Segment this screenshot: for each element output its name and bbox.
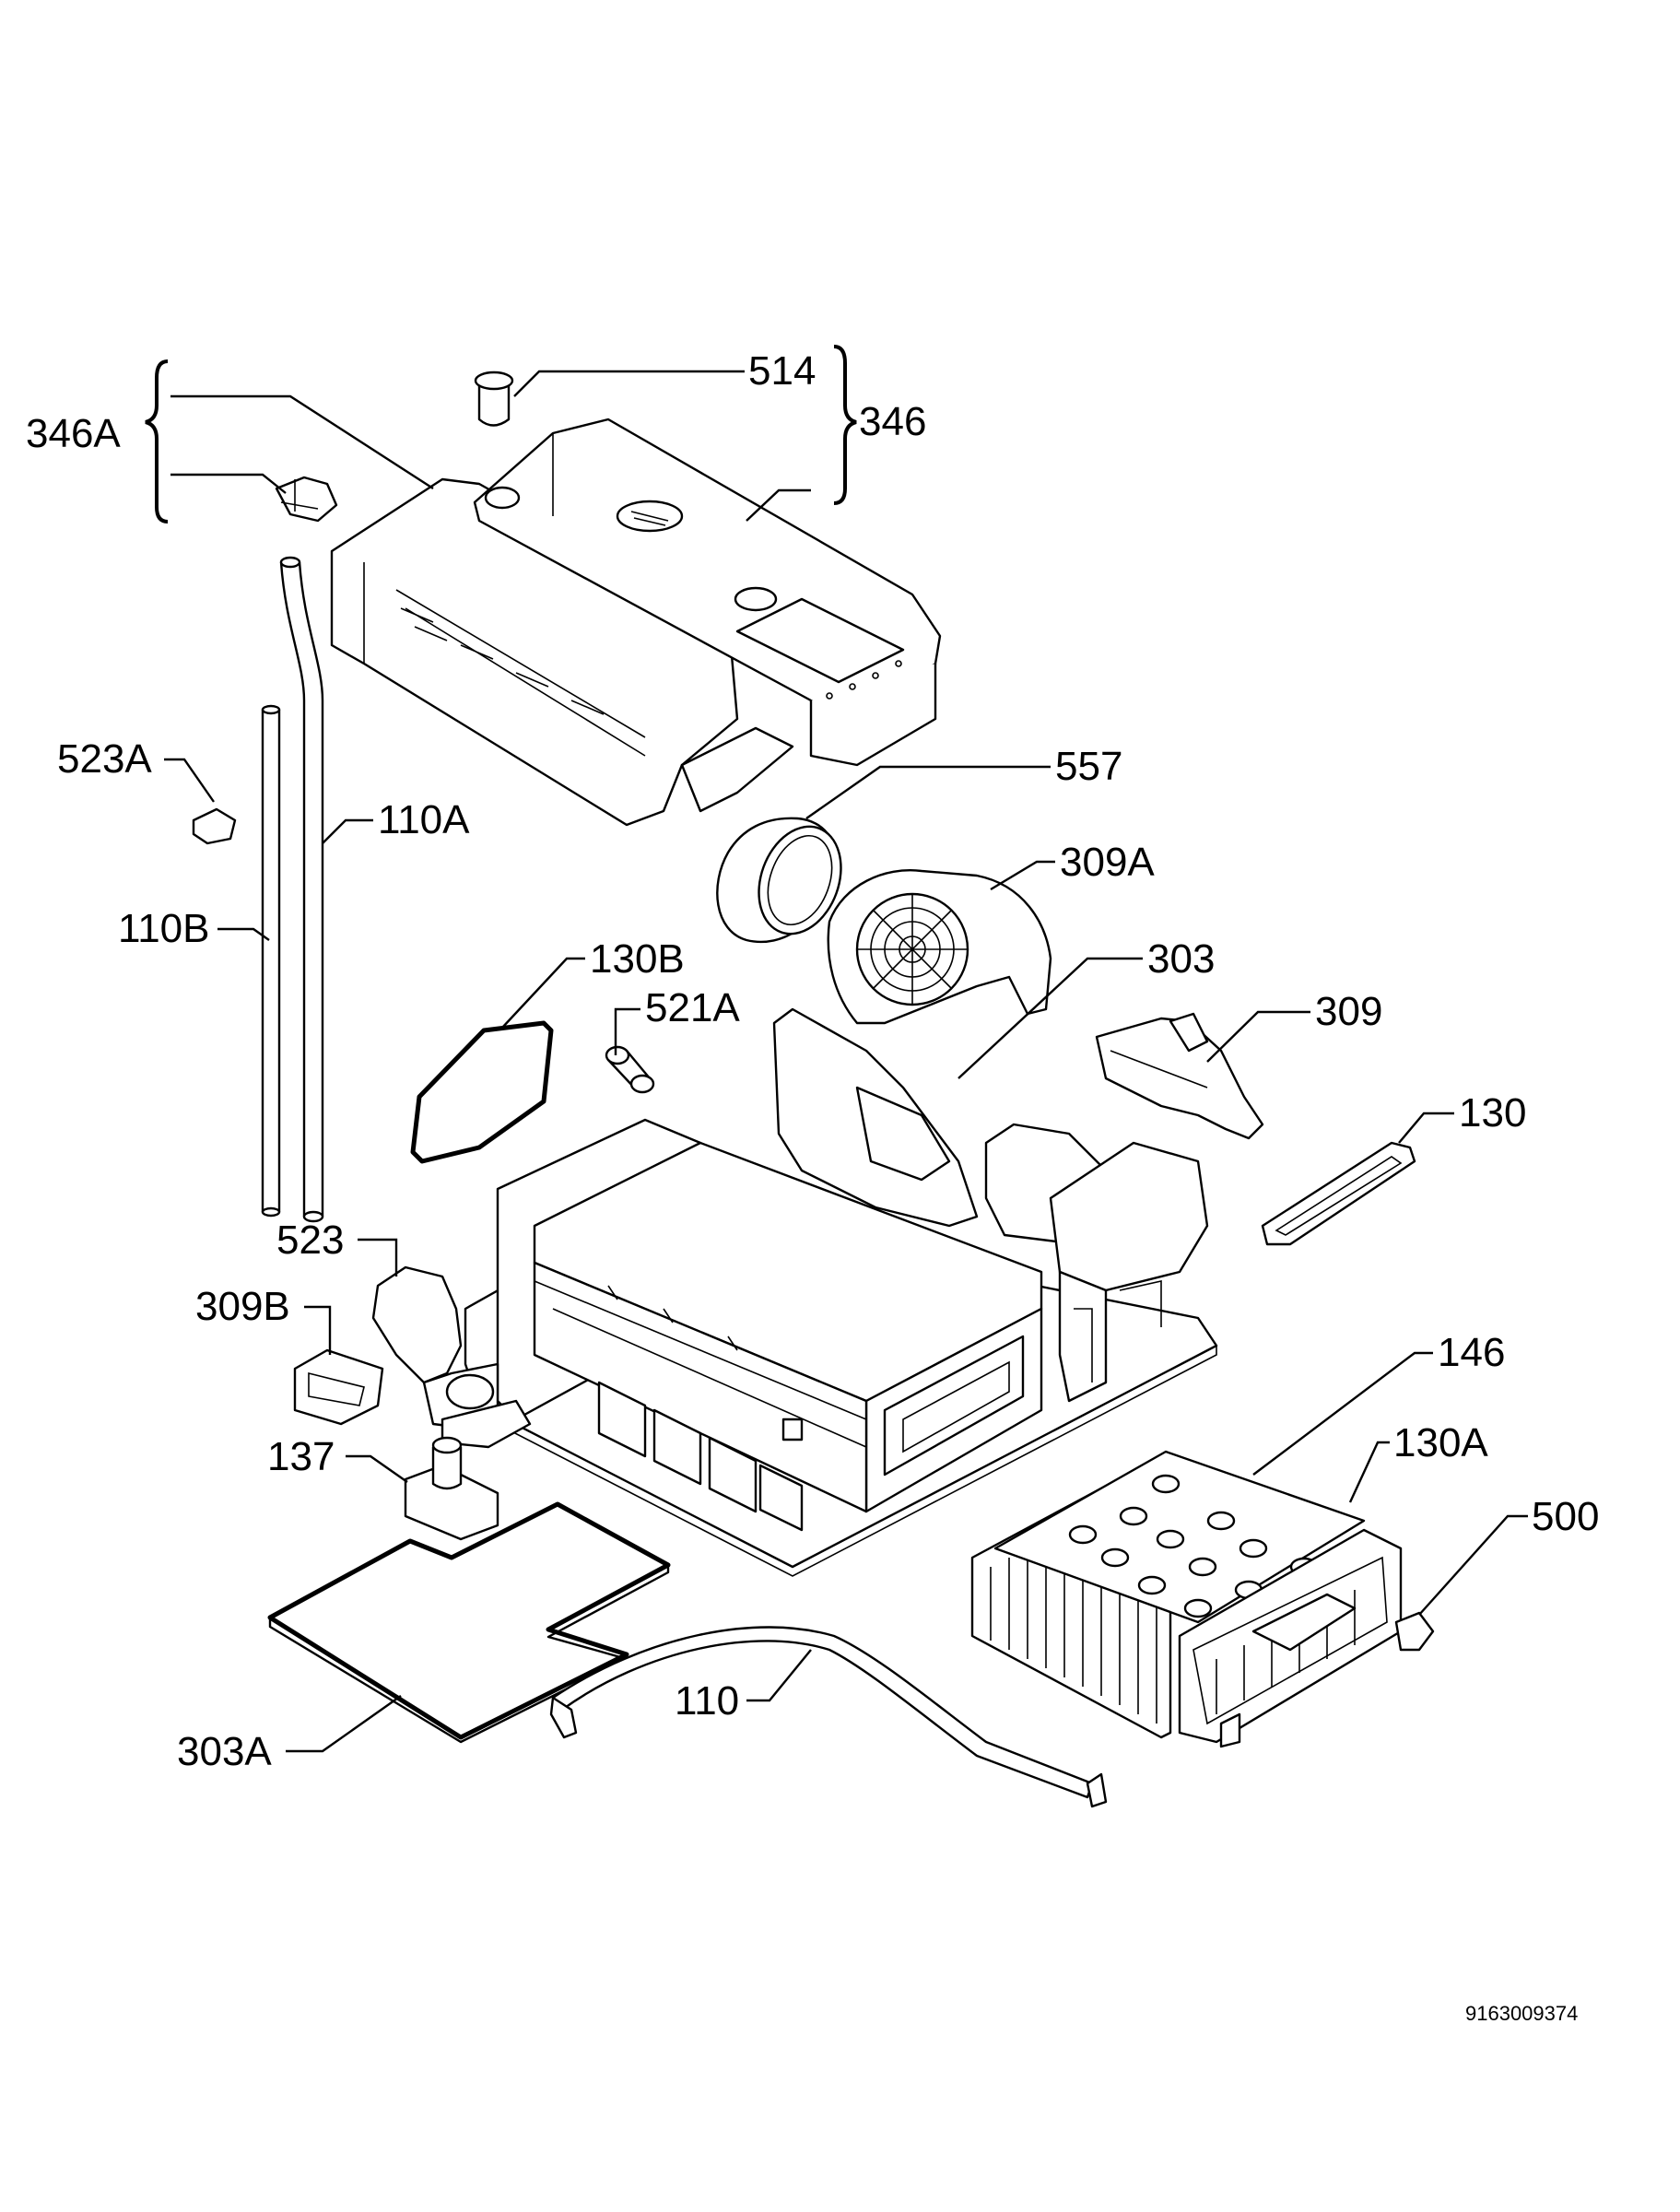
hose-110A (279, 556, 324, 1223)
housing-309B (293, 1348, 384, 1426)
label-110B: 110B (118, 906, 210, 951)
valve-523 (371, 1265, 532, 1449)
label-110: 110 (675, 1678, 739, 1724)
cap-514 (474, 371, 514, 427)
label-523A: 523A (57, 736, 152, 782)
label-130A: 130A (1393, 1420, 1488, 1465)
clip-523A (192, 807, 237, 845)
sleeve-521A (605, 1045, 655, 1094)
water-tank-assembly (330, 418, 942, 827)
base-housing-303 (464, 1007, 1218, 1577)
fan-housing-309A (827, 869, 1052, 1025)
label-521A: 521A (645, 985, 740, 1030)
float-137 (404, 1436, 499, 1541)
label-303A: 303A (177, 1729, 272, 1774)
label-514: 514 (748, 348, 816, 394)
label-146: 146 (1438, 1330, 1505, 1375)
ring-557 (716, 817, 842, 943)
label-557: 557 (1055, 744, 1122, 789)
label-346A: 346A (26, 411, 121, 456)
plate-303A (267, 1501, 671, 1744)
tube-110B (261, 704, 281, 1218)
leader-lines (164, 370, 1528, 1753)
brace-346A (145, 359, 169, 524)
label-309B: 309B (195, 1284, 290, 1329)
label-110A: 110A (378, 797, 470, 842)
hose-110 (549, 1626, 1108, 1808)
label-346: 346 (859, 399, 926, 444)
brace-346 (833, 345, 857, 505)
document-number: 9163009374 (1465, 2002, 1578, 2025)
bracket-346A (275, 476, 338, 523)
label-130: 130 (1459, 1090, 1526, 1135)
label-130B: 130B (590, 936, 685, 982)
label-137: 137 (267, 1434, 335, 1479)
knob-500 (1394, 1611, 1435, 1652)
gasket-130 (1261, 1141, 1416, 1246)
label-523: 523 (276, 1218, 344, 1263)
label-309: 309 (1315, 989, 1382, 1034)
label-500: 500 (1532, 1494, 1599, 1539)
condenser-146 (970, 1450, 1403, 1748)
label-303: 303 (1147, 936, 1215, 982)
label-309A: 309A (1060, 840, 1155, 885)
duct-309 (1095, 1012, 1264, 1140)
gasket-130B (410, 1020, 554, 1164)
